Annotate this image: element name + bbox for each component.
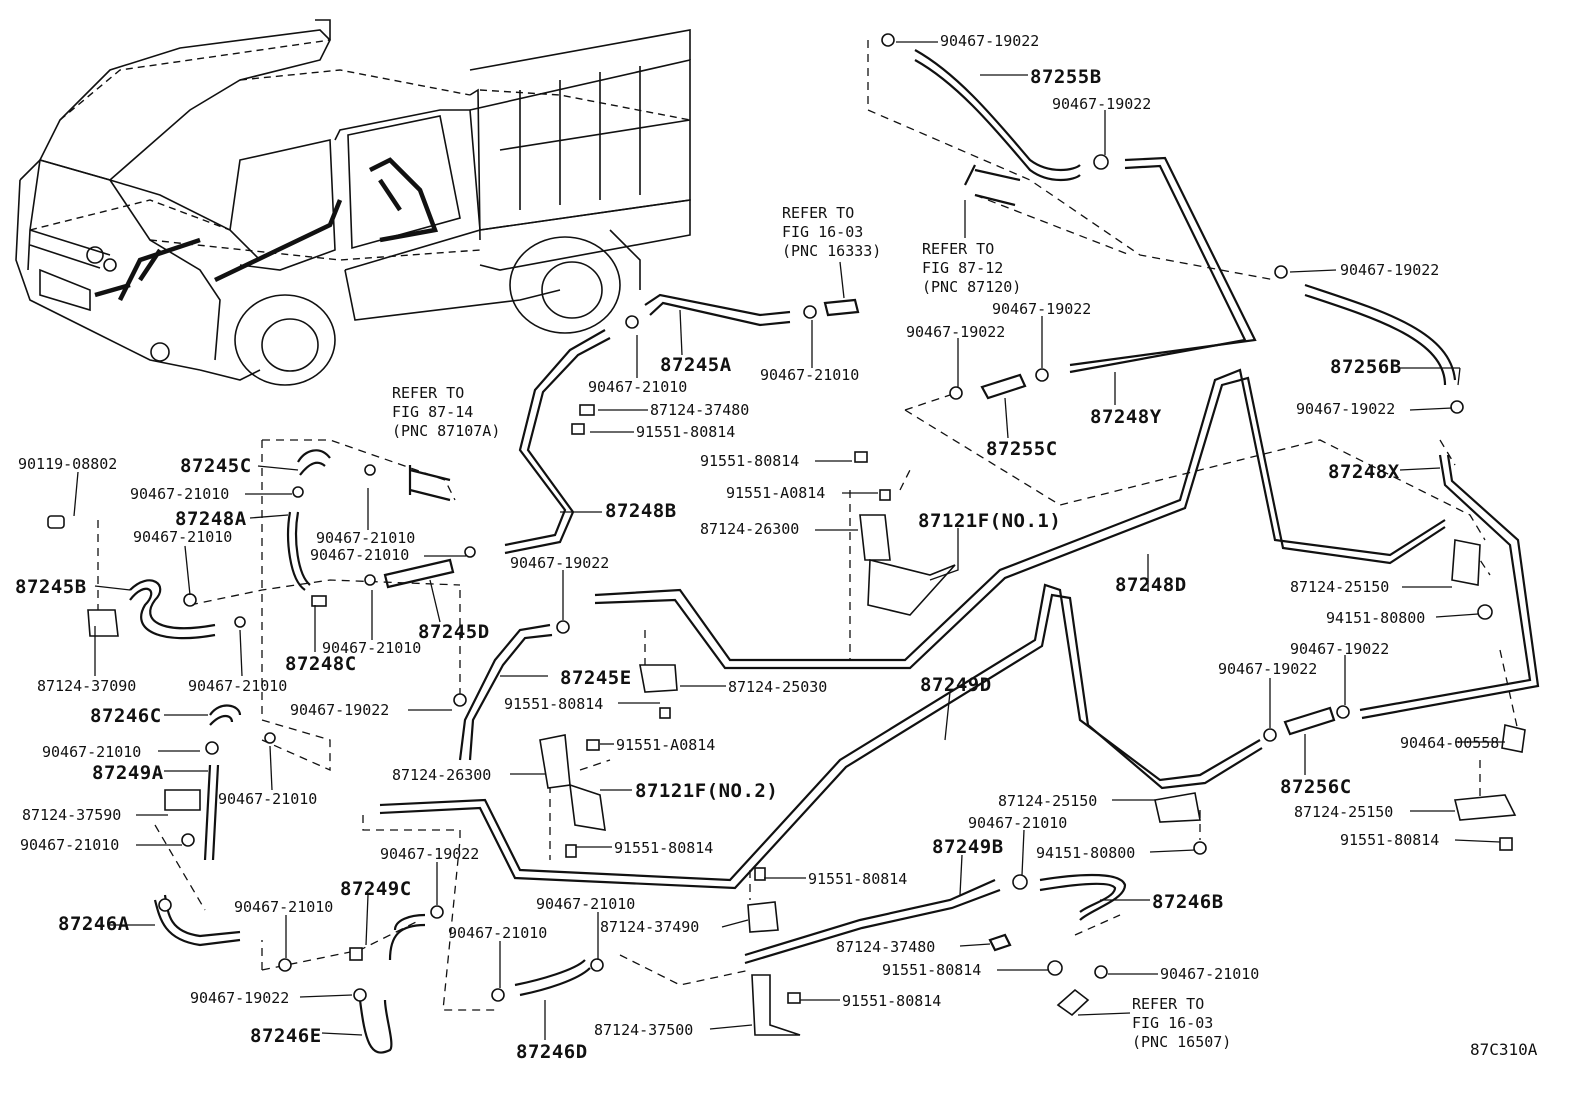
part-label: 90467-19022 bbox=[290, 701, 390, 719]
part-label: 87124-26300 bbox=[392, 766, 492, 784]
part-label: 87249C bbox=[340, 878, 412, 900]
part-label: 87255B bbox=[1030, 66, 1102, 88]
part-label: 90467-21010 bbox=[536, 895, 636, 913]
refer-to-note: REFER TO FIG 87-12 (PNC 87120) bbox=[922, 240, 1022, 296]
part-label: 90467-21010 bbox=[322, 639, 422, 657]
part-label: 87124-25030 bbox=[728, 678, 828, 696]
part-label: 87124-37500 bbox=[594, 1021, 694, 1039]
part-label: 94151-80800 bbox=[1036, 844, 1136, 862]
part-label: 90119-08802 bbox=[18, 455, 118, 473]
part-label: 87124-25150 bbox=[1290, 578, 1390, 596]
part-label: 91551-80814 bbox=[1340, 831, 1440, 849]
part-label: 90467-19022 bbox=[1218, 660, 1318, 678]
part-label: 87245D bbox=[418, 621, 490, 643]
part-label: 87246A bbox=[58, 913, 130, 935]
part-label: 87124-37480 bbox=[650, 401, 750, 419]
part-label: 87245A bbox=[660, 354, 732, 376]
part-label: 87249B bbox=[932, 836, 1004, 858]
part-label: 90467-19022 bbox=[380, 845, 480, 863]
part-label: 87124-25150 bbox=[998, 792, 1098, 810]
part-label: 90467-19022 bbox=[992, 300, 1092, 318]
part-label: 87245C bbox=[180, 455, 252, 477]
part-label: 87255C bbox=[986, 438, 1058, 460]
part-label: 91551-80814 bbox=[636, 423, 736, 441]
part-label: 90467-21010 bbox=[218, 790, 318, 808]
part-label: 90467-19022 bbox=[1296, 400, 1396, 418]
part-label: 87256C bbox=[1280, 776, 1352, 798]
part-label: 87124-37480 bbox=[836, 938, 936, 956]
hardware-parts bbox=[47, 33, 1526, 1036]
refer-to-note: REFER TO FIG 87-14 (PNC 87107A) bbox=[392, 384, 501, 440]
diagram-id: 87C310A bbox=[1470, 1040, 1538, 1059]
part-label: 87248Y bbox=[1090, 406, 1162, 428]
part-label: 87121F(NO.2) bbox=[635, 780, 779, 802]
truck-illustration bbox=[15, 19, 691, 386]
part-label: 87246C bbox=[90, 705, 162, 727]
part-label: 94151-80800 bbox=[1326, 609, 1426, 627]
refer-to-note: REFER TO FIG 16-03 (PNC 16333) bbox=[782, 204, 882, 260]
leader-lines bbox=[73, 41, 1505, 1040]
part-label: 87248B bbox=[605, 500, 677, 522]
part-label: 91551-80814 bbox=[842, 992, 942, 1010]
part-label: 87246B bbox=[1152, 891, 1224, 913]
part-label: 87124-37490 bbox=[600, 918, 700, 936]
part-label: 91551-80814 bbox=[504, 695, 604, 713]
part-label: 90467-19022 bbox=[1052, 95, 1152, 113]
part-label: 90467-19022 bbox=[190, 989, 290, 1007]
part-label: 91551-A0814 bbox=[616, 736, 716, 754]
part-label: 87124-37590 bbox=[22, 806, 122, 824]
hose-routes bbox=[129, 49, 1540, 1054]
part-label: 87246E bbox=[250, 1025, 322, 1047]
part-label: 87121F(NO.1) bbox=[918, 510, 1062, 532]
part-label: 87124-25150 bbox=[1294, 803, 1394, 821]
part-label: 90464-00558 bbox=[1400, 734, 1500, 752]
part-label: 90467-21010 bbox=[310, 546, 410, 564]
part-label: 90467-21010 bbox=[20, 836, 120, 854]
part-label: 90467-21010 bbox=[42, 743, 142, 761]
part-label: 87245E bbox=[560, 667, 632, 689]
part-label: 90467-21010 bbox=[448, 924, 548, 942]
part-label: 91551-80814 bbox=[808, 870, 908, 888]
part-label: 90467-21010 bbox=[1160, 965, 1260, 983]
part-label: 90467-21010 bbox=[133, 528, 233, 546]
part-label: 90467-19022 bbox=[906, 323, 1006, 341]
part-label: 91551-A0814 bbox=[726, 484, 826, 502]
part-label: 90467-21010 bbox=[588, 378, 688, 396]
part-label: 87124-26300 bbox=[700, 520, 800, 538]
part-label: 90467-19022 bbox=[510, 554, 610, 572]
part-label: 87248X bbox=[1328, 461, 1400, 483]
part-label: 87248C bbox=[285, 653, 357, 675]
part-label: 87248A bbox=[175, 508, 247, 530]
part-label: 90467-21010 bbox=[188, 677, 288, 695]
part-label: 90467-21010 bbox=[130, 485, 230, 503]
part-label: 90467-19022 bbox=[1290, 640, 1390, 658]
part-label: 87249A bbox=[92, 762, 164, 784]
part-label: 87124-37090 bbox=[37, 677, 137, 695]
part-label: 90467-21010 bbox=[316, 529, 416, 547]
refer-to-note: REFER TO FIG 16-03 (PNC 16507) bbox=[1132, 995, 1232, 1051]
part-label: 87256B bbox=[1330, 356, 1402, 378]
part-label: 91551-80814 bbox=[700, 452, 800, 470]
part-label: 87245B bbox=[15, 576, 87, 598]
part-label: 90467-21010 bbox=[968, 814, 1068, 832]
guide-lines bbox=[97, 40, 1521, 1011]
part-label: 90467-21010 bbox=[234, 898, 334, 916]
part-label: 90467-19022 bbox=[1340, 261, 1440, 279]
part-label: 90467-21010 bbox=[760, 366, 860, 384]
part-label: 90467-19022 bbox=[940, 32, 1040, 50]
part-label: 91551-80814 bbox=[882, 961, 982, 979]
part-label: 91551-80814 bbox=[614, 839, 714, 857]
part-label: 87246D bbox=[516, 1041, 588, 1063]
part-label: 87248D bbox=[1115, 574, 1187, 596]
part-label: 87249D bbox=[920, 674, 992, 696]
